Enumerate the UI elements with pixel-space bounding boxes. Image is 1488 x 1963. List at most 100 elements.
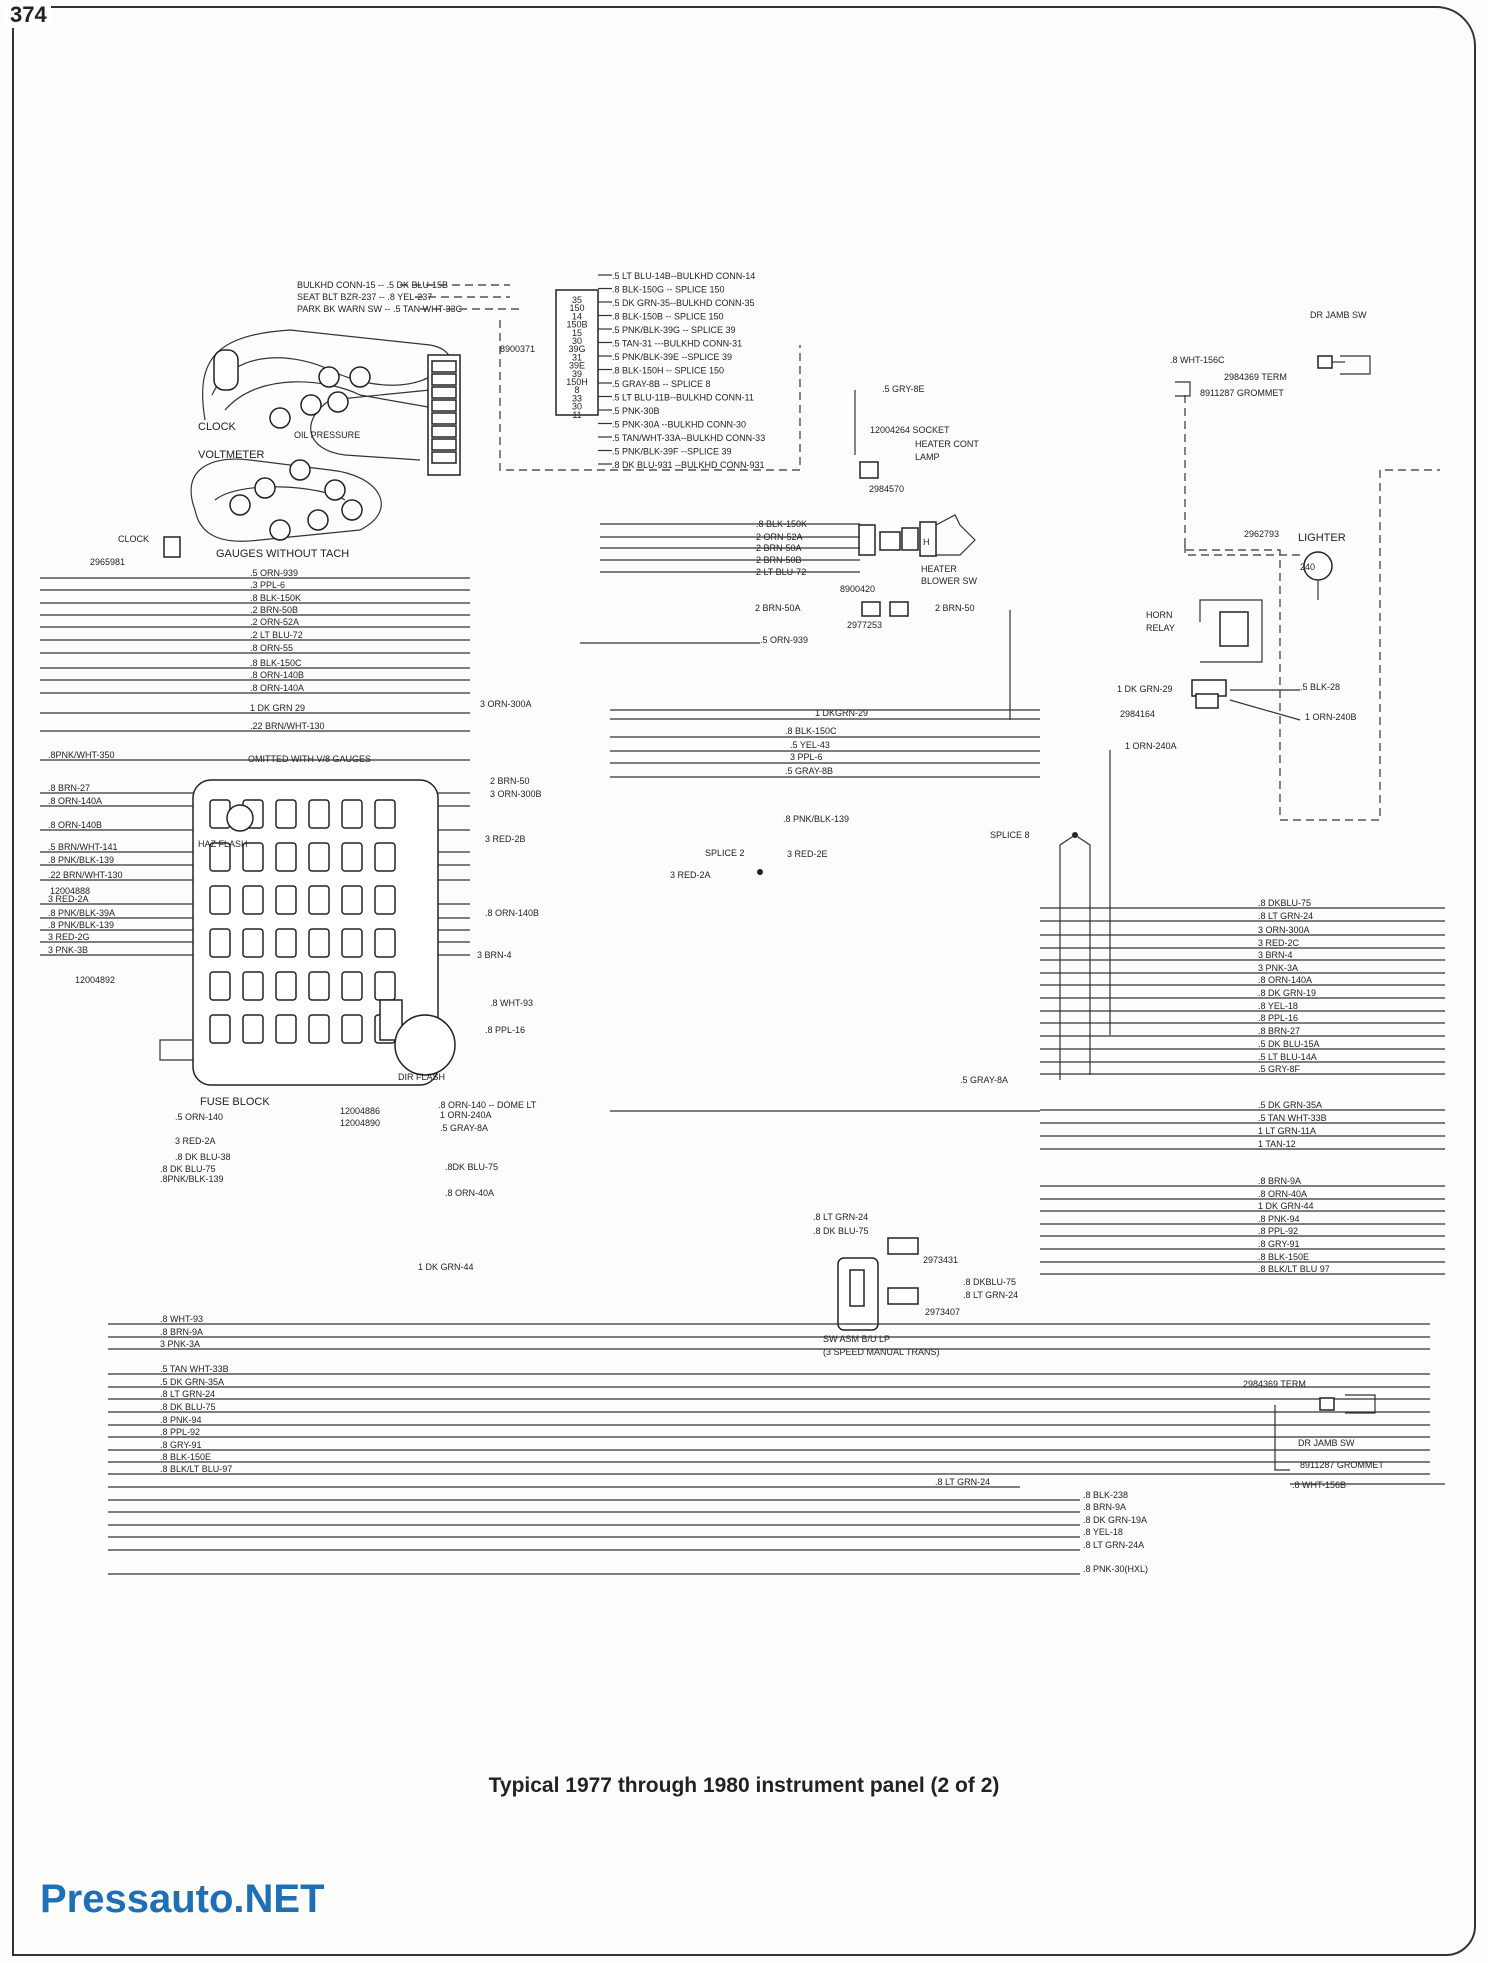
cluster-connector-pin bbox=[431, 399, 457, 412]
fuse-slot bbox=[275, 928, 297, 958]
left-wire-label: .8 ORN-140B bbox=[48, 820, 102, 830]
heater-switch-box bbox=[879, 531, 901, 551]
mid-wire-label: .8 DK BLU-75 bbox=[160, 1164, 216, 1174]
watermark-logo: Pressauto.NET bbox=[40, 1877, 325, 1921]
heater-switch-connector bbox=[858, 524, 876, 556]
bottom-left-wire-label: .8 PPL-92 bbox=[160, 1427, 200, 1437]
connector-wire-label: .5 PNK/BLK-39G -- SPLICE 39 bbox=[612, 325, 736, 335]
gauge-terminal bbox=[229, 494, 251, 516]
jamb-dashed-wire bbox=[1184, 395, 1440, 821]
fuse-slot bbox=[308, 885, 330, 915]
gauge-terminal bbox=[300, 394, 322, 416]
door-jamb-switch-label: DR JAMB SW bbox=[1310, 310, 1367, 320]
right-wire-label: .5 DK BLU-15A bbox=[1258, 1039, 1320, 1049]
backup-switch-label: SW ASM B/U LP bbox=[823, 1334, 890, 1344]
right-wire-label: .8 BRN-9A bbox=[1258, 1176, 1301, 1186]
bottom-left-wire-label: .8 BLK-150E bbox=[160, 1452, 211, 1462]
left-wire-label: .8 PNK/BLK-139 bbox=[48, 855, 114, 865]
horn-wire bbox=[1229, 699, 1301, 721]
mid-wire-label: .8 PPL-16 bbox=[485, 1025, 525, 1035]
bottom-right-wire-label: .8 BLK-238 bbox=[1083, 1490, 1128, 1500]
connector-wire-label: .5 PNK-30B bbox=[612, 406, 660, 416]
fuse-slot bbox=[374, 885, 396, 915]
mid-wire-label: .5 YEL-43 bbox=[790, 740, 830, 750]
right-wire-label: .8 PPL-92 bbox=[1258, 1226, 1298, 1236]
right-wire-label: .5 DK GRN-35A bbox=[1258, 1100, 1322, 1110]
heater-wire-label: 2 LT BLU-72 bbox=[756, 567, 806, 577]
connector-wire-label: .5 PNK-30A --BULKHD CONN-30 bbox=[612, 420, 746, 430]
right-wire-label: .5 LT BLU-14A bbox=[1258, 1052, 1317, 1062]
jamb-wire-label: .8 WHT-156C bbox=[1170, 355, 1225, 365]
mid-wire-label: .5 GRAY-8A bbox=[440, 1123, 488, 1133]
haz-flasher bbox=[226, 804, 254, 832]
connector-wire-label: .8 BLK-150G -- SPLICE 150 bbox=[612, 285, 725, 295]
fuse-slot bbox=[374, 842, 396, 872]
bottom-left-wire-label: .8 DK BLU-75 bbox=[160, 1402, 216, 1412]
horn-relay-coil bbox=[1219, 611, 1249, 647]
mid-wire-label: .5 GRAY-8B bbox=[785, 766, 833, 776]
fuse-slot bbox=[275, 971, 297, 1001]
backup-switch-connector bbox=[887, 1287, 919, 1305]
right-wire-label: .8 BLK/LT BLU 97 bbox=[1258, 1264, 1330, 1274]
heater-wire-label: .5 ORN-939 bbox=[760, 635, 808, 645]
page-number: 374 bbox=[6, 2, 51, 28]
gauge-harness-trace bbox=[202, 329, 452, 461]
splice-2-label: SPLICE 2 bbox=[705, 848, 745, 858]
fuse-slot bbox=[209, 928, 231, 958]
mid-wire-label: .8 ORN-40A bbox=[445, 1188, 494, 1198]
left-wire-label: .8 BLK-150K bbox=[250, 593, 301, 603]
fuse-slot bbox=[209, 1014, 231, 1044]
heater-blower-label: HEATER bbox=[921, 564, 957, 574]
connector-wire-label: .8 DK BLU-931 --BULKHD CONN-931 bbox=[612, 460, 765, 470]
backup-switch-wire-label: .8 LT GRN-24 bbox=[813, 1212, 868, 1222]
gauge-harness-trace bbox=[224, 381, 446, 411]
mid-wire-label: 2 BRN-50 bbox=[490, 776, 530, 786]
horn-relay-body bbox=[1199, 599, 1263, 663]
right-wire-label: .5 GRY-8F bbox=[1258, 1064, 1301, 1074]
fuse-slot bbox=[341, 971, 363, 1001]
harness-source-label: SEAT BLT BZR-237 -- .8 YEL-237 bbox=[297, 292, 432, 302]
mid-wire-label: .8 WHT-93 bbox=[490, 998, 533, 1008]
gauge-terminal bbox=[324, 479, 346, 501]
splice-8-wire bbox=[1059, 834, 1076, 1080]
right-wire-label: 1 TAN-12 bbox=[1258, 1139, 1296, 1149]
left-wire-label: .22 BRN/WHT-130 bbox=[250, 721, 325, 731]
left-wire-label: .8 ORN-55 bbox=[250, 643, 293, 653]
connector-pin-number: 15 bbox=[572, 328, 582, 338]
horn-relay-connector bbox=[1195, 693, 1219, 709]
cluster-connector-pin bbox=[431, 386, 457, 399]
heater-resistor-connector bbox=[861, 601, 881, 617]
gauge-harness-trace bbox=[190, 458, 382, 542]
fuse-slot bbox=[209, 842, 231, 872]
clock-connector bbox=[163, 536, 181, 558]
backup-switch-wire-label: .8 DK BLU-75 bbox=[813, 1226, 869, 1236]
fuse-slot bbox=[341, 1014, 363, 1044]
blower-switch-box bbox=[919, 521, 937, 557]
left-wire-label: 1 DK GRN 29 bbox=[250, 703, 305, 713]
left-wire-label: .8 BLK-150C bbox=[250, 658, 302, 668]
connector-pin-number: 39G bbox=[568, 344, 585, 354]
right-wire-label: 3 RED-2C bbox=[1258, 938, 1300, 948]
connector-pin-number: 39 bbox=[572, 369, 582, 379]
left-wire-label: .2 LT BLU-72 bbox=[250, 630, 303, 640]
lighter-dashed-wire bbox=[1184, 545, 1300, 556]
mid-wire-label: .8 PNK/BLK-139 bbox=[783, 814, 849, 824]
backup-switch-part: 2973407 bbox=[925, 1307, 960, 1317]
backup-switch-wire-label: .8 LT GRN-24 bbox=[963, 1290, 1018, 1300]
mid-wire-label: 1 DKGRN-29 bbox=[815, 708, 868, 718]
fuse-slot bbox=[341, 842, 363, 872]
heater-switch-box bbox=[901, 527, 919, 551]
bottom-right-wire-label: .8 DK GRN-19A bbox=[1083, 1515, 1147, 1525]
bottom-right-wire-label: .8 BRN-9A bbox=[1083, 1502, 1126, 1512]
right-wire-label: 1 DK GRN-44 bbox=[1258, 1201, 1314, 1211]
right-wire-label: .8 YEL-18 bbox=[1258, 1001, 1298, 1011]
bottom-left-wire-label: .8 LT GRN-24 bbox=[935, 1477, 990, 1487]
heater-resistor-connector bbox=[889, 601, 909, 617]
fuse-part-number: 12004892 bbox=[75, 975, 115, 985]
connector-wire-label: .5 PNK/BLK-39F --SPLICE 39 bbox=[612, 447, 732, 457]
gauge-terminal bbox=[349, 366, 371, 388]
right-wire-label: .8 GRY-91 bbox=[1258, 1239, 1300, 1249]
connector-wire-label: .5 PNK/BLK-39E --SPLICE 39 bbox=[612, 352, 732, 362]
connector-wire-label: .5 TAN-31 ---BULKHD CONN-31 bbox=[612, 339, 742, 349]
